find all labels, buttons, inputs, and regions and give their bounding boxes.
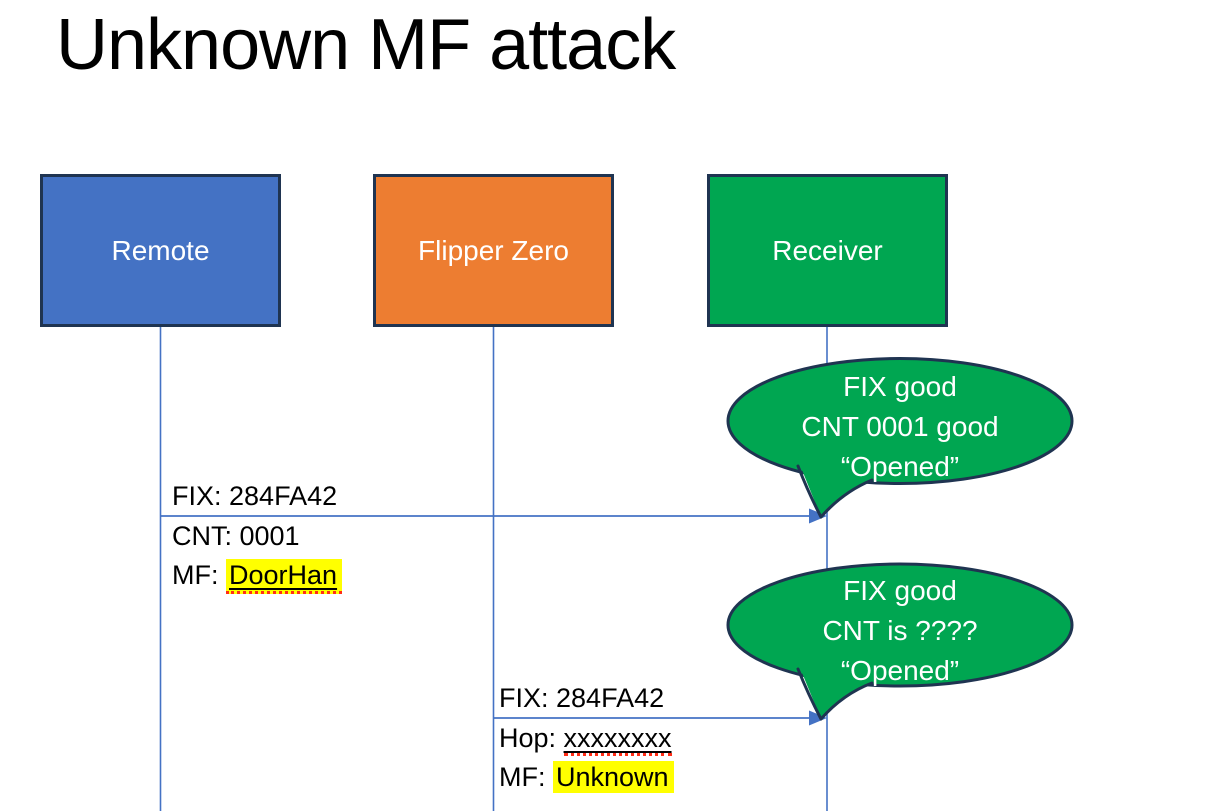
message-1-labels: FIX: 284FA42 CNT: 0001 MF: DoorHan [172,477,343,596]
message-2-fix-value: 284FA42 [556,683,665,713]
message-2-hop-prefix: Hop: [499,722,564,753]
message-2-hop-value: xxxxxxxx [563,722,672,756]
message-2-mf-prefix: MF: [499,762,553,792]
message-2-line-fix: FIX: 284FA42 [499,679,674,719]
message-1-cnt-prefix: CNT: [172,520,240,551]
actor-label-flipper-zero: Flipper Zero [418,234,569,266]
message-1-line-fix: FIX: 284FA42 [172,477,342,517]
message-1-mf-value-highlighted: DoorHan [226,559,343,594]
message-2-line-mf: MF: Unknown [499,758,674,798]
callout-bubble-2-tail-fill [798,648,873,719]
actor-label-remote: Remote [111,234,210,266]
message-1-mf-prefix: MF: [172,560,226,590]
callout-bubble-2 [726,562,1074,721]
callout-bubble-2-ellipse [726,562,1074,688]
message-2-labels: FIX: 284FA42 Hop: xxxxxxxx MF: Unknown [499,679,674,798]
message-arrow-1-head [809,508,827,524]
actor-box-receiver: Receiver [707,174,948,327]
message-arrow-flipper-to-receiver [493,710,827,726]
message-2-fix-prefix: FIX: [499,683,557,713]
callout-bubble-1-ellipse [726,357,1074,485]
message-1-cnt-value: 0001 [239,520,300,551]
message-arrow-remote-to-receiver [160,508,827,524]
slide-title: Unknown MF attack [56,5,676,85]
actor-box-remote: Remote [40,174,281,327]
message-1-fix-value: 284FA42 [229,481,338,511]
message-1-fix-prefix: FIX: [172,481,230,511]
callout-bubble-1 [726,357,1074,519]
actor-box-flipper-zero: Flipper Zero [373,174,614,327]
callout-bubble-1-tail-outline [796,464,874,519]
callout-bubble-2-tail-outline [796,667,874,721]
message-1-line-cnt: CNT: 0001 [172,517,342,557]
message-2-mf-value-highlighted: Unknown [553,761,674,793]
message-2-line-hop: Hop: xxxxxxxx [499,719,674,759]
actor-label-receiver: Receiver [772,234,883,266]
message-1-line-mf: MF: DoorHan [172,556,343,596]
callout-bubble-1-tail-fill [798,445,873,517]
message-arrow-2-head [809,710,827,726]
